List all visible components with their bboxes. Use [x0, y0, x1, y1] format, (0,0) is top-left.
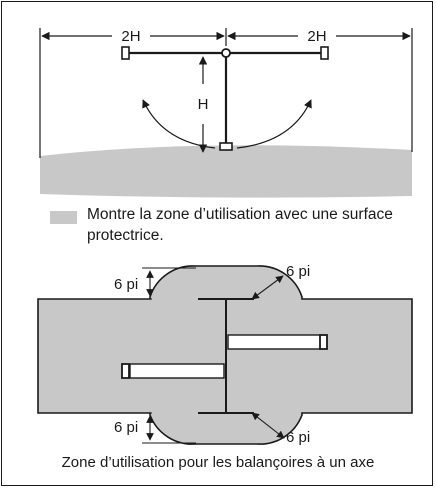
left-seat	[121, 46, 130, 60]
top-corner-arrow	[251, 275, 284, 300]
pivot-point	[221, 48, 231, 58]
ground-surface	[40, 145, 412, 198]
bottom-corner-label: 6 pi	[286, 429, 310, 446]
left-swing-arm	[129, 363, 225, 379]
height-label: H	[198, 96, 209, 113]
right-span-label: 2H	[307, 28, 326, 45]
bottom-seat	[219, 142, 233, 151]
left-span-label: 2H	[121, 28, 140, 45]
bottom-diagram: 6 pi 6 pi 6 pi 6 pi	[37, 263, 413, 446]
right-swing-seat	[319, 334, 328, 350]
top-clearance-label: 6 pi	[114, 276, 138, 293]
right-seat	[320, 46, 329, 60]
left-swing-seat	[121, 363, 130, 379]
bottom-corner-arrow	[251, 412, 285, 439]
right-swing-arm	[227, 334, 322, 350]
right-swing-arc	[236, 99, 312, 149]
figure-caption: Zone d’utilisation pour les balançoires …	[61, 454, 375, 471]
legend-swatch	[50, 211, 77, 224]
top-diagram: 2H 2H H	[39, 28, 413, 198]
left-swing-arc	[142, 99, 216, 149]
top-corner-label: 6 pi	[286, 263, 310, 280]
legend-text: Montre la zone d’utilisation avec une su…	[87, 206, 393, 244]
bottom-clearance-label: 6 pi	[114, 419, 138, 436]
